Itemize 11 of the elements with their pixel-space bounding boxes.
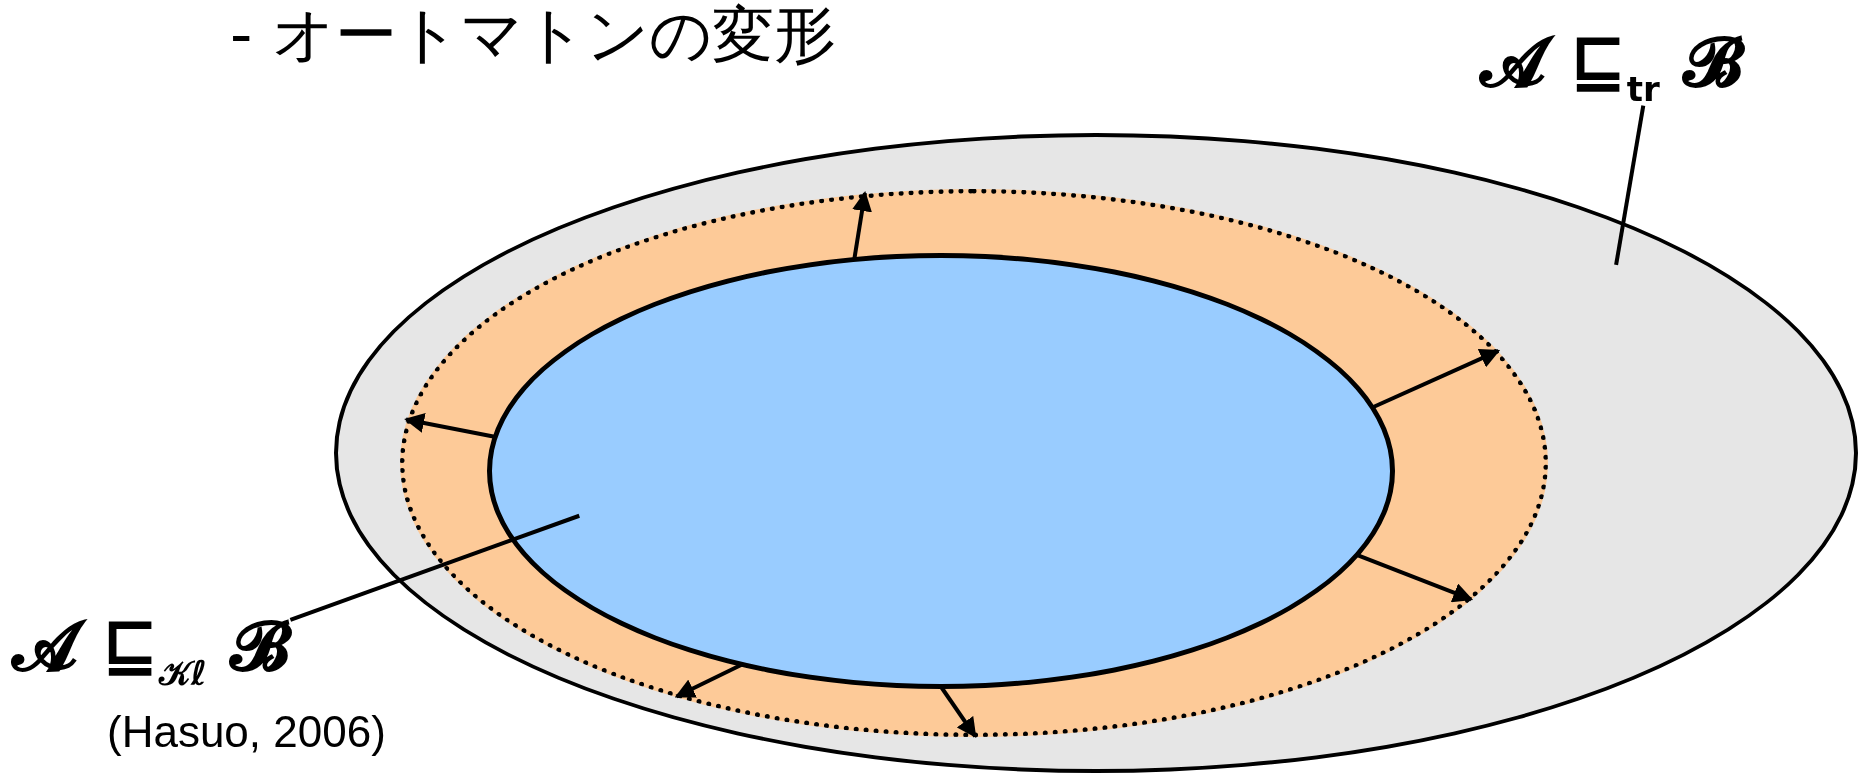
arrow (404, 413, 495, 439)
relation-label: 𝓐 ⊑$_{tr}$ 𝓑 (1480, 28, 1744, 106)
arrow (1371, 349, 1501, 410)
arrow (852, 191, 872, 260)
relation-label: 𝓐 ⊑$_{𝒦ℓ}$ 𝓑 (12, 612, 291, 690)
title: - オートマトンの変形 (230, 4, 837, 66)
citation: (Hasuo, 2006) (107, 710, 386, 754)
leader-line (289, 513, 580, 622)
arrow (674, 662, 744, 699)
arrow (1355, 552, 1474, 603)
leader-line (1614, 105, 1646, 266)
